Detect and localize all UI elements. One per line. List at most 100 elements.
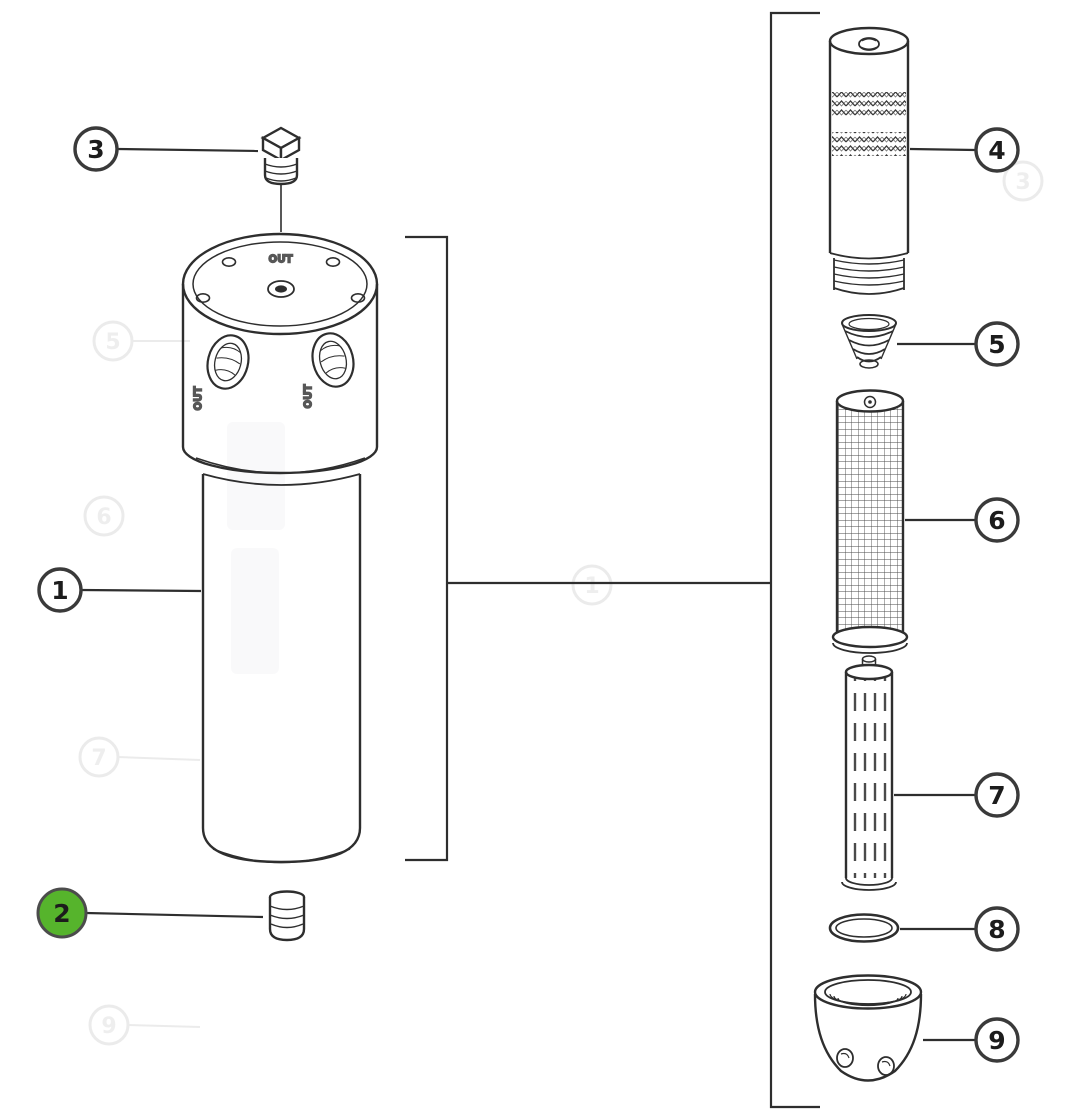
callout-number: 6 — [988, 506, 1005, 535]
part-mesh-element — [831, 389, 909, 654]
out-label-right-port: OUT — [303, 384, 314, 408]
ghost-callout-9: 9 — [88, 1004, 201, 1046]
canister-thread-line — [833, 273, 905, 279]
mesh-bottom-flange-rim — [832, 642, 908, 654]
head-bolt-hole — [195, 292, 211, 303]
callout-7[interactable]: 7 — [894, 772, 1020, 818]
canister-thread-line — [833, 266, 905, 272]
spring-coil — [848, 339, 890, 347]
head-center-port — [267, 280, 295, 298]
callout-circle[interactable] — [974, 1017, 1020, 1063]
side-port-left — [206, 334, 250, 390]
leader-line — [85, 911, 264, 919]
callout-6[interactable]: 6 — [905, 497, 1020, 543]
spring-bottom-coil — [859, 359, 879, 369]
cap-vent-curl — [881, 1060, 891, 1067]
head-top-face — [181, 232, 379, 336]
cap-vent-curl — [840, 1052, 850, 1059]
callout-number: 2 — [53, 899, 70, 928]
ghost-callout-1: 1 — [571, 564, 613, 606]
mesh-body — [837, 403, 903, 632]
cap-vent-hole — [836, 1048, 854, 1068]
ghost-callout-5: 5 — [92, 320, 190, 362]
leader-line — [116, 147, 259, 153]
canister-thread-line — [833, 259, 905, 265]
filter-body — [201, 473, 362, 864]
callout-number: 1 — [51, 576, 68, 605]
o-ring-outer — [828, 913, 900, 943]
callout-circle[interactable] — [73, 126, 119, 172]
ghost-label: 3 — [1015, 170, 1030, 195]
canister-thread-bottom — [833, 287, 905, 295]
callout-4[interactable]: 4 — [909, 127, 1020, 173]
callout-circle[interactable] — [37, 567, 83, 613]
callout-number: 3 — [87, 135, 104, 164]
cap-inner-thread — [829, 993, 907, 1005]
callout-circle-highlight[interactable] — [36, 887, 88, 939]
left-bracket — [405, 235, 449, 862]
part-canister — [828, 26, 910, 295]
plug-thread-line — [264, 163, 298, 168]
mesh-top-pin-dot — [868, 400, 872, 404]
head-bolt-hole — [221, 256, 237, 267]
canister-top-hole — [858, 37, 880, 51]
canister-knurl-band — [832, 132, 906, 156]
callout-circle[interactable] — [974, 772, 1020, 818]
canister-top-hole-threads — [860, 38, 878, 50]
head-bolt-hole — [350, 292, 366, 303]
bottom-plug-thread — [269, 905, 305, 911]
spring-top-coil — [841, 314, 897, 332]
callout-2-highlighted[interactable]: 2 — [36, 887, 264, 939]
callout-9[interactable]: 9 — [923, 1017, 1020, 1063]
callouts: 1 2 3 4 5 6 7 — [36, 126, 1020, 1063]
callout-circle[interactable] — [974, 127, 1020, 173]
part-o-ring — [828, 913, 900, 943]
callout-3[interactable]: 3 — [73, 126, 259, 172]
callout-5[interactable]: 5 — [897, 321, 1020, 367]
part-top-plug — [260, 126, 302, 186]
ghost-callout-6: 6 — [83, 495, 125, 537]
head-bolt-hole — [325, 256, 341, 267]
leader-line — [80, 588, 202, 593]
body-bottom-rim — [212, 848, 351, 864]
spring-coil — [856, 356, 882, 363]
callout-circle[interactable] — [974, 497, 1020, 543]
callout-number: 9 — [988, 1026, 1005, 1055]
head-top-inner-ring — [192, 241, 368, 327]
callout-circle[interactable] — [974, 321, 1020, 367]
part-inner-element — [841, 655, 897, 891]
inner-bottom-flange — [841, 881, 897, 891]
callout-1[interactable]: 1 — [37, 567, 202, 613]
inner-bottom-arc — [845, 877, 893, 886]
plug-thread-line — [265, 177, 297, 182]
filter-head: OUT OUT OUT — [181, 232, 379, 475]
exploded-parts-column — [813, 26, 923, 1082]
part-bottom-cap — [813, 974, 923, 1082]
callout-number: 8 — [988, 915, 1005, 944]
canister-knurl-band — [832, 92, 906, 116]
o-ring-inner — [835, 918, 893, 938]
callout-number: 5 — [988, 330, 1005, 359]
callout-circle[interactable] — [974, 906, 1020, 952]
ghost-blob — [231, 548, 279, 674]
callout-8[interactable]: 8 — [900, 906, 1020, 952]
side-port-right — [311, 332, 355, 388]
cap-top-face — [813, 974, 923, 1010]
spring-side — [841, 323, 858, 360]
ghost-label: 9 — [101, 1014, 116, 1039]
ghost-label: 7 — [91, 746, 106, 771]
out-label-top: OUT — [269, 254, 293, 265]
bottom-plug-thread — [269, 914, 305, 920]
leader-line — [909, 147, 976, 152]
inner-top-face — [844, 663, 894, 681]
canister-thread-line — [833, 280, 905, 286]
head-center-port-bore — [275, 285, 287, 293]
spring-side — [880, 323, 897, 360]
ghost-label: 5 — [105, 330, 120, 355]
spring-top-inner — [848, 317, 890, 331]
canister-shoulder-arc — [829, 252, 909, 260]
ghost-callout-7: 7 — [78, 736, 201, 778]
bottom-plug-thread — [270, 923, 304, 929]
filter-assembly: OUT OUT OUT — [181, 126, 379, 942]
